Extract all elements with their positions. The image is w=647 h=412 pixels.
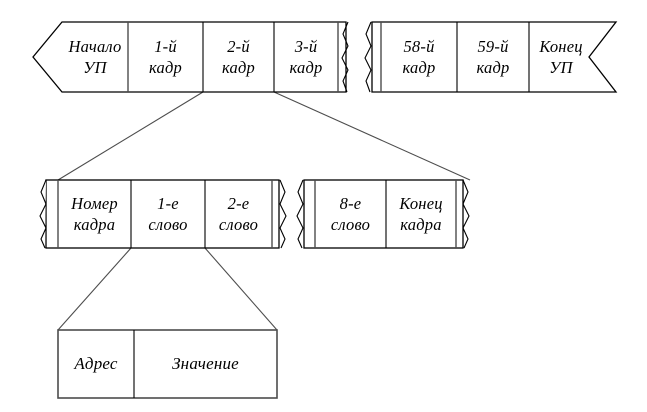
frame-row-torn-right [462,179,470,249]
frame-row-torn-left [39,179,47,249]
frame-row-right-segment [303,179,464,249]
control-program-row-shape [32,21,618,93]
connector-frame2-left [57,91,204,181]
connector-word1-left [57,247,132,331]
break-edge-left-wave [341,21,349,93]
connector-lines [57,91,471,331]
word-detail-row-shape [57,329,278,399]
frame-row-left-segment [45,179,280,249]
frame-row-torn-mid-right [296,179,304,249]
connector-frame2-right [273,91,471,181]
program-row-left-segment [32,21,347,93]
frame-row-torn-mid-left [279,179,287,249]
frame-detail-row-shape [39,179,470,249]
program-row-right-segment [371,21,618,93]
word-row-box [57,329,278,399]
connector-word1-right [204,247,278,331]
break-edge-right-wave [364,21,372,93]
